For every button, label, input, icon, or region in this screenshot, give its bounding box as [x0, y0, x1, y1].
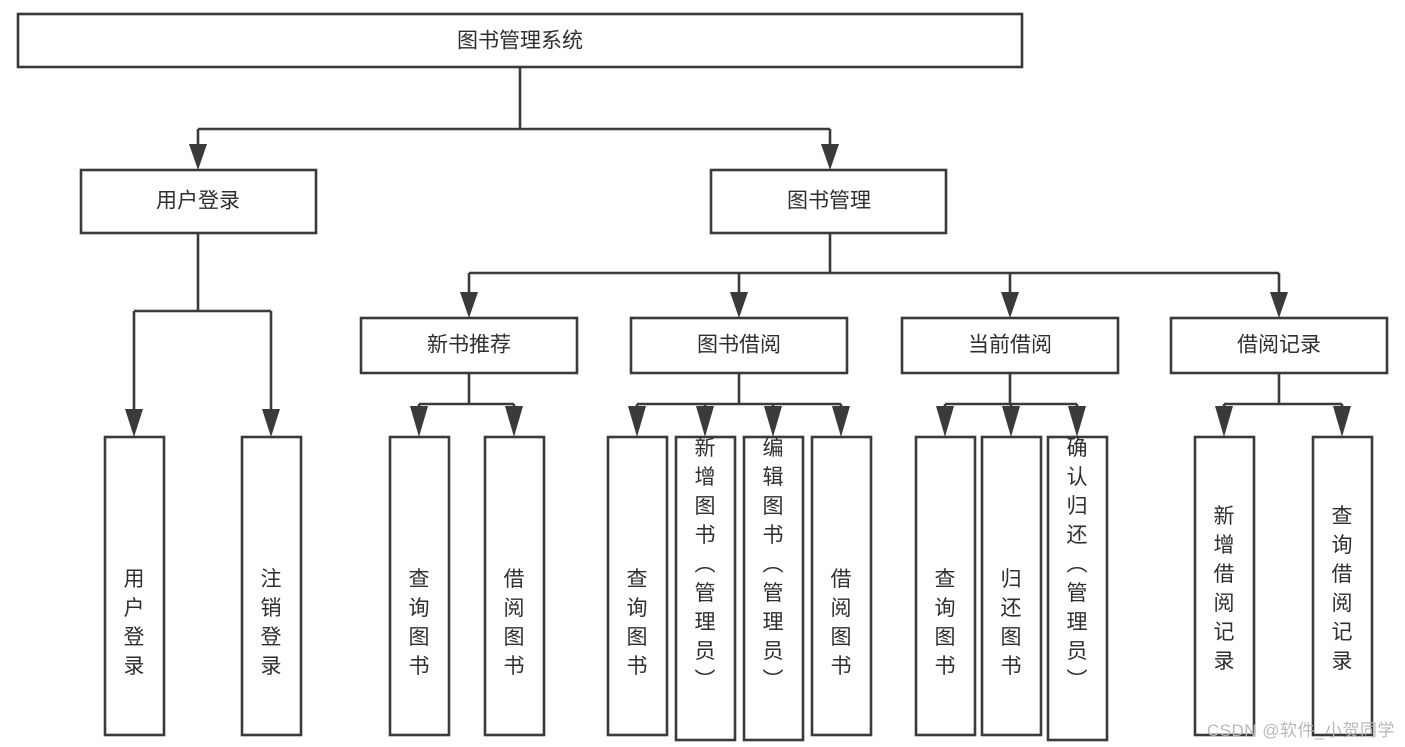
node-book-borrow[interactable]: 图书借阅: [629, 316, 849, 375]
node-root-box[interactable]: [16, 12, 1024, 69]
arrow-head-nb-leaf-2: [505, 406, 523, 437]
arrow-head-leaf-user-login: [125, 409, 143, 437]
arrow-head-new-book: [460, 292, 478, 318]
leaf-newbook-query[interactable]: 查询图书: [388, 435, 451, 737]
leaf-record-query[interactable]: 查询借阅记录: [1311, 435, 1374, 737]
leaf-borrow-borrow-book[interactable]: 借阅图书: [810, 435, 873, 737]
leaf-borrow-query-label: 查询图书: [627, 568, 648, 678]
leaf-borrow-borrow-book-box[interactable]: [810, 435, 873, 737]
node-current-borrow-box[interactable]: [900, 316, 1120, 375]
leaf-record-add[interactable]: 新增借阅记录: [1193, 435, 1256, 737]
arrow-head-br-leaf-1: [1215, 406, 1233, 437]
leaf-current-confirm-return[interactable]: 确认归还︵管理员︶: [1046, 435, 1109, 742]
arrow-head-current-borrow: [1001, 292, 1019, 318]
leaf-borrow-query-box[interactable]: [606, 435, 669, 737]
node-new-book-recommend[interactable]: 新书推荐: [359, 316, 579, 375]
node-borrow-record[interactable]: 借阅记录: [1169, 316, 1389, 375]
leaf-borrow-borrow-book-label: 借阅图书: [831, 568, 852, 678]
leaf-borrow-add-book[interactable]: 新增图书︵管理员︶: [674, 435, 737, 742]
leaf-newbook-query-label: 查询图书: [409, 568, 430, 678]
leaf-user-login-logout-box[interactable]: [240, 435, 303, 737]
leaf-record-add-box[interactable]: [1193, 435, 1256, 737]
node-root-label: 图书管理系统: [457, 30, 583, 53]
arrow-head-bb-leaf-1: [628, 406, 646, 437]
leaf-record-query-label: 查询借阅记录: [1332, 505, 1353, 673]
leaf-current-return[interactable]: 归还图书: [980, 435, 1043, 737]
leaf-borrow-add-book-label: 新增图书︵管理员︶: [695, 437, 716, 692]
node-book-borrow-label: 图书借阅: [697, 334, 781, 357]
leaf-current-return-box[interactable]: [980, 435, 1043, 737]
arrow-head-borrow-record: [1270, 292, 1288, 318]
watermark-text: CSDN @软件_小贺同学: [1206, 721, 1395, 740]
leaf-user-login-login[interactable]: 用户登录: [103, 435, 166, 737]
arrow-head-nb-leaf-1: [410, 406, 428, 437]
node-book-management[interactable]: 图书管理: [709, 168, 948, 235]
leaf-borrow-add-book-box[interactable]: [674, 435, 737, 742]
node-book-borrow-box[interactable]: [629, 316, 849, 375]
leaf-newbook-borrow-box[interactable]: [483, 435, 546, 737]
leaf-record-query-box[interactable]: [1311, 435, 1374, 737]
arrow-head-bb-leaf-2: [696, 406, 714, 437]
arrow-head-leaf-logout: [262, 409, 280, 437]
leaf-current-return-label: 归还图书: [1001, 568, 1022, 678]
leaf-user-login-logout-label: 注销登录: [261, 568, 282, 678]
leaf-borrow-query[interactable]: 查询图书: [606, 435, 669, 737]
leaf-newbook-query-box[interactable]: [388, 435, 451, 737]
arrow-head-book-mgmt: [821, 144, 839, 170]
node-current-borrow[interactable]: 当前借阅: [900, 316, 1120, 375]
arrow-head-book-borrow: [730, 292, 748, 318]
leaf-current-query[interactable]: 查询图书: [914, 435, 977, 737]
node-root[interactable]: 图书管理系统: [16, 12, 1024, 69]
node-user-login[interactable]: 用户登录: [79, 168, 318, 235]
node-borrow-record-box[interactable]: [1169, 316, 1389, 375]
arrow-head-bb-leaf-3: [764, 406, 782, 437]
connector-layer: [125, 67, 1351, 437]
leaf-user-login-login-label: 用户登录: [124, 568, 145, 678]
leaf-newbook-borrow-label: 借阅图书: [504, 568, 525, 678]
node-user-login-label: 用户登录: [156, 190, 240, 213]
leaf-borrow-edit-book[interactable]: 编辑图书︵管理员︶: [742, 435, 805, 742]
leaf-newbook-borrow[interactable]: 借阅图书: [483, 435, 546, 737]
leaf-user-login-login-box[interactable]: [103, 435, 166, 737]
leaf-borrow-edit-book-box[interactable]: [742, 435, 805, 742]
node-user-login-box[interactable]: [79, 168, 318, 235]
leaf-borrow-edit-book-label: 编辑图书︵管理员︶: [763, 437, 784, 692]
node-current-borrow-label: 当前借阅: [968, 334, 1052, 357]
arrow-head-cb-leaf-1: [936, 406, 954, 437]
node-new-book-recommend-box[interactable]: [359, 316, 579, 375]
arrow-head-user-login: [189, 144, 207, 170]
arrow-head-cb-leaf-2: [1002, 406, 1020, 437]
leaf-current-confirm-return-box[interactable]: [1046, 435, 1109, 742]
node-book-management-label: 图书管理: [787, 190, 871, 213]
arrow-head-bb-leaf-4: [832, 406, 850, 437]
leaf-current-query-box[interactable]: [914, 435, 977, 737]
arrow-head-cb-leaf-3: [1068, 406, 1086, 437]
leaf-user-login-logout[interactable]: 注销登录: [240, 435, 303, 737]
node-book-management-box[interactable]: [709, 168, 948, 235]
leaf-record-add-label: 新增借阅记录: [1214, 505, 1235, 673]
node-new-book-recommend-label: 新书推荐: [427, 334, 511, 357]
leaf-current-confirm-return-label: 确认归还︵管理员︶: [1067, 437, 1088, 692]
arrow-head-br-leaf-2: [1333, 406, 1351, 437]
leaf-current-query-label: 查询图书: [935, 568, 956, 678]
node-borrow-record-label: 借阅记录: [1237, 334, 1321, 357]
